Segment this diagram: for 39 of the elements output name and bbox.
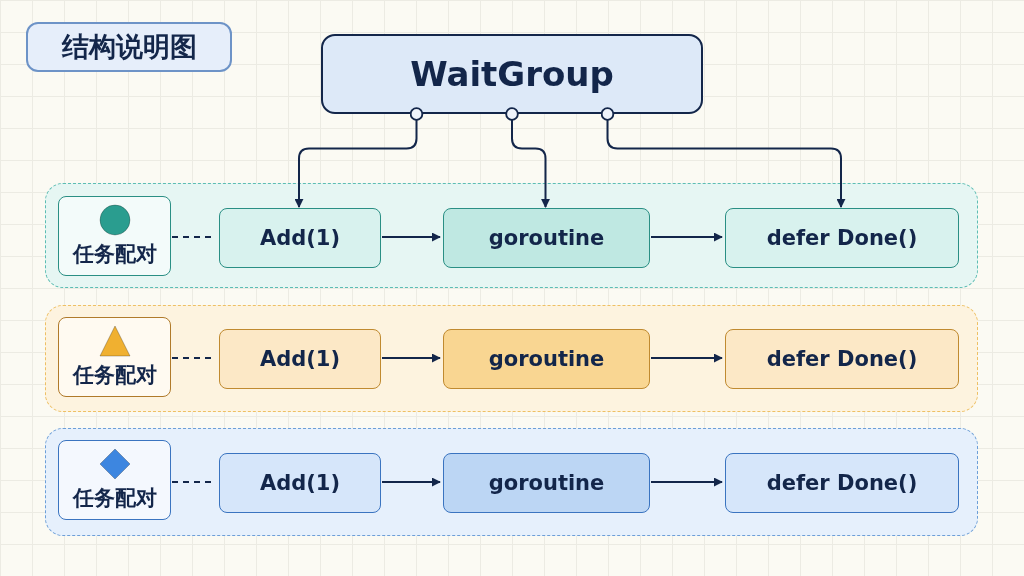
process-box [219,453,381,513]
node-label: Add(1) [259,471,341,495]
title: 结构说明图 [26,22,232,72]
arrow [650,353,723,363]
process-box [58,196,171,276]
arrow [600,107,846,208]
process-box [58,317,171,397]
node-label: defer Done() [766,226,918,250]
process-box [725,329,959,389]
arrow [650,232,723,242]
process-box [725,208,959,268]
arrow [294,107,424,208]
node-label: defer Done() [766,347,918,371]
process-box [219,329,381,389]
process-box [321,34,703,114]
node-label: WaitGroup [410,54,614,94]
arrow [381,232,441,242]
node-label: Add(1) [259,226,341,250]
band-panel [45,305,978,412]
process-box [443,208,650,268]
node-label: defer Done() [766,471,918,495]
arrow [650,477,723,487]
arrow [505,107,550,208]
band-panel [45,428,978,536]
process-box [219,208,381,268]
arrow [381,477,441,487]
process-box [725,453,959,513]
node-label: goroutine [488,226,605,250]
process-box [58,440,171,520]
node-label: Add(1) [259,347,341,371]
process-box [443,329,650,389]
node-label: 任务配对 [72,485,157,512]
band-panel [45,183,978,288]
process-box [443,453,650,513]
node-label: goroutine [488,347,605,371]
node-label: 任务配对 [72,241,157,268]
arrow [381,353,441,363]
node-label: goroutine [488,471,605,495]
node-label: 任务配对 [72,362,157,389]
